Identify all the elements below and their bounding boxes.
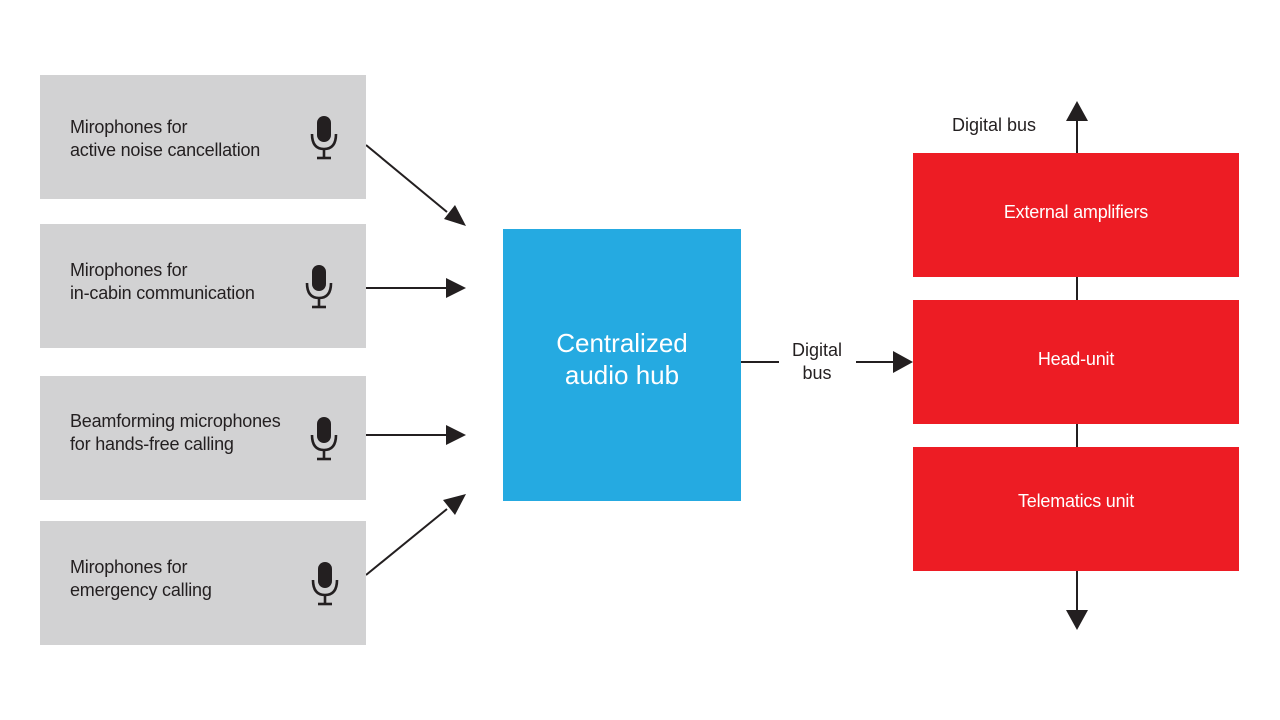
input-label: Mirophones for active noise cancellation <box>70 117 261 160</box>
input-box-beamforming: Beamforming microphones for hands-free c… <box>40 376 366 500</box>
input-label: Beamforming microphones for hands-free c… <box>70 411 281 454</box>
arrowhead-bus-down <box>1066 610 1088 630</box>
arrowhead-input-2 <box>446 278 466 298</box>
arrowhead-headunit <box>893 351 913 373</box>
output-label: Head-unit <box>1037 349 1115 369</box>
microphone-icon <box>311 562 339 606</box>
input-label: Mirophones for emergency calling <box>70 557 212 600</box>
microphone-icon <box>310 116 338 160</box>
arrowhead-input-1 <box>444 205 466 226</box>
arrowhead-input-4 <box>443 494 466 515</box>
microphone-icon <box>310 417 338 461</box>
digital-bus-label-middle: Digital bus <box>791 340 843 383</box>
output-box-telematics-unit: Telematics unit <box>913 447 1239 571</box>
arrow-input-1 <box>365 144 448 213</box>
output-box-external-amplifiers: External amplifiers <box>913 153 1239 277</box>
microphone-icon <box>305 265 333 309</box>
arrowhead-bus-up <box>1066 101 1088 121</box>
input-box-emergency: Mirophones for emergency calling <box>40 521 366 645</box>
arrow-input-4 <box>365 508 448 576</box>
digital-bus-label-top: Digital bus <box>951 115 1037 135</box>
output-box-head-unit: Head-unit <box>913 300 1239 424</box>
central-audio-hub: Centralized audio hub <box>503 229 741 501</box>
input-box-incabin: Mirophones for in-cabin communication <box>40 224 366 348</box>
input-box-anc: Mirophones for active noise cancellation <box>40 75 366 199</box>
output-label: Telematics unit <box>1017 491 1135 511</box>
hub-label: Centralized audio hub <box>556 328 688 390</box>
output-label: External amplifiers <box>1003 202 1149 222</box>
input-label: Mirophones for in-cabin communication <box>70 260 255 303</box>
arrowhead-input-3 <box>446 425 466 445</box>
